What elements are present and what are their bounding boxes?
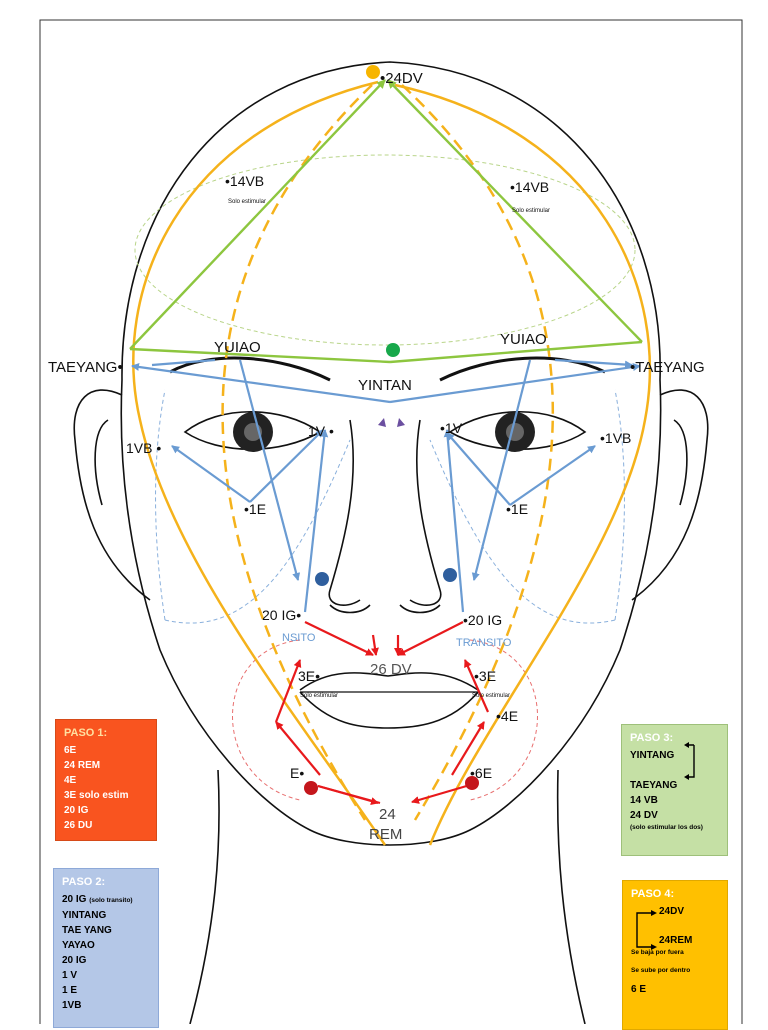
label-1v-right: •1V: [440, 420, 463, 436]
paso4-title: PASO 4:: [631, 888, 675, 900]
label-24rem-num: 24: [379, 806, 396, 823]
blue-pathways: [131, 358, 641, 613]
label-4e: •4E: [496, 708, 518, 724]
paso4-note2: Se sube por dentro: [631, 967, 691, 974]
label-1v-left: 1V •: [308, 423, 334, 439]
label-6e-right: •6E: [470, 765, 492, 781]
label-1vb-left: 1VB •: [126, 440, 161, 456]
paso2-item: 20 IG: [62, 955, 87, 966]
paso2-line1: 20 IG: [62, 894, 87, 905]
note-3e-right: Solo estimular: [472, 693, 510, 699]
paso2-item: YINTANG: [62, 910, 107, 921]
paso2-item: YAYAO: [62, 940, 95, 951]
paso4-box: PASO 4: 24DV 24REM Se baja por fuera Se …: [622, 880, 728, 1030]
red-pathways: [274, 621, 490, 805]
paso3-item: TAEYANG: [630, 780, 678, 791]
yintan-point-icon: [386, 343, 400, 357]
paso4-item: 6 E: [631, 984, 647, 995]
label-yuiao-right: YUIAO: [500, 331, 547, 348]
paso1-item: 26 DU: [64, 820, 93, 831]
label-3e-left: 3E•: [298, 668, 320, 684]
label-1e-left: •1E: [244, 501, 266, 517]
label-3e-right: •3E: [474, 668, 496, 684]
paso2-title: PASO 2:: [62, 876, 106, 888]
paso4-note1: Se baja por fuera: [631, 949, 684, 956]
note-3e-left: Solo estimular: [300, 693, 338, 699]
green-pathways: [129, 79, 643, 364]
bracket-arrow-icon: [684, 742, 695, 780]
paso4-item: 24REM: [659, 935, 693, 946]
secondary-pathways: [134, 154, 636, 801]
paso1-item: 4E: [64, 775, 77, 786]
gold-pathways: [132, 80, 652, 846]
paso1-box: PASO 1: 6E 24 REM 4E 3E solo estim 20 IG…: [55, 719, 157, 841]
label-taeyang-right: •TAEYANG: [630, 359, 705, 376]
frame-border: [39, 19, 743, 1024]
label-yuiao-left: YUIAO: [214, 339, 261, 356]
paso2-item: 1 E: [62, 985, 78, 996]
label-26dv: 26 DV: [370, 661, 412, 678]
paso2-item: TAE YANG: [62, 925, 112, 936]
label-14vb-right: •14VB: [510, 179, 549, 195]
e6-right-point-icon: [465, 776, 479, 790]
label-transito-left: NSITO: [282, 632, 316, 644]
ig20-right-point-icon: [443, 568, 457, 582]
label-1e-right: •1E: [506, 501, 528, 517]
label-24dv: •24DV: [380, 70, 423, 87]
paso1-item: 6E: [64, 745, 77, 756]
e6-left-point-icon: [304, 781, 318, 795]
paso2-line1-note: (solo transito): [89, 897, 133, 904]
note-14vb-left: Solo estimular: [228, 199, 266, 205]
paso1-item: 3E solo estim: [64, 790, 129, 801]
paso3-title: PASO 3:: [630, 732, 674, 744]
dv24-point-icon: [366, 65, 380, 79]
label-24rem: REM: [369, 826, 402, 843]
label-20ig-right: •20 IG: [463, 612, 502, 628]
label-20ig-left: 20 IG•: [262, 607, 301, 623]
paso1-item: 20 IG: [64, 805, 89, 816]
paso3-item: 14 VB: [630, 795, 658, 806]
paso3-note: (solo estimular los dos): [630, 824, 703, 831]
label-transito-right: TRANSITO: [456, 637, 512, 649]
paso2-box: PASO 2: 20 IG (solo transito) YINTANG TA…: [53, 868, 159, 1028]
paso1-item: 24 REM: [64, 760, 101, 771]
paso2-item: 1VB: [62, 1000, 82, 1011]
paso1-title: PASO 1:: [64, 727, 108, 739]
face-outline: [73, 61, 709, 1024]
label-6e-left: E•: [290, 765, 304, 781]
paso3-item: YINTANG: [630, 750, 675, 761]
label-taeyang-left: TAEYANG•: [48, 359, 123, 376]
label-14vb-left: •14VB: [225, 173, 264, 189]
label-1vb-right: •1VB: [600, 430, 631, 446]
note-14vb-right: Solo estimular: [512, 208, 550, 214]
bracket-arrow-icon: [636, 910, 657, 950]
paso3-item: 24 DV: [630, 810, 658, 821]
paso2-item: 20 IG (solo transito): [62, 892, 150, 908]
label-yintan: YINTAN: [358, 377, 412, 394]
paso2-item: 1 V: [62, 970, 78, 981]
paso3-box: PASO 3: YINTANG TAEYANG 14 VB 24 DV (sol…: [621, 724, 728, 856]
ig20-left-point-icon: [315, 572, 329, 586]
paso4-item: 24DV: [659, 906, 685, 917]
